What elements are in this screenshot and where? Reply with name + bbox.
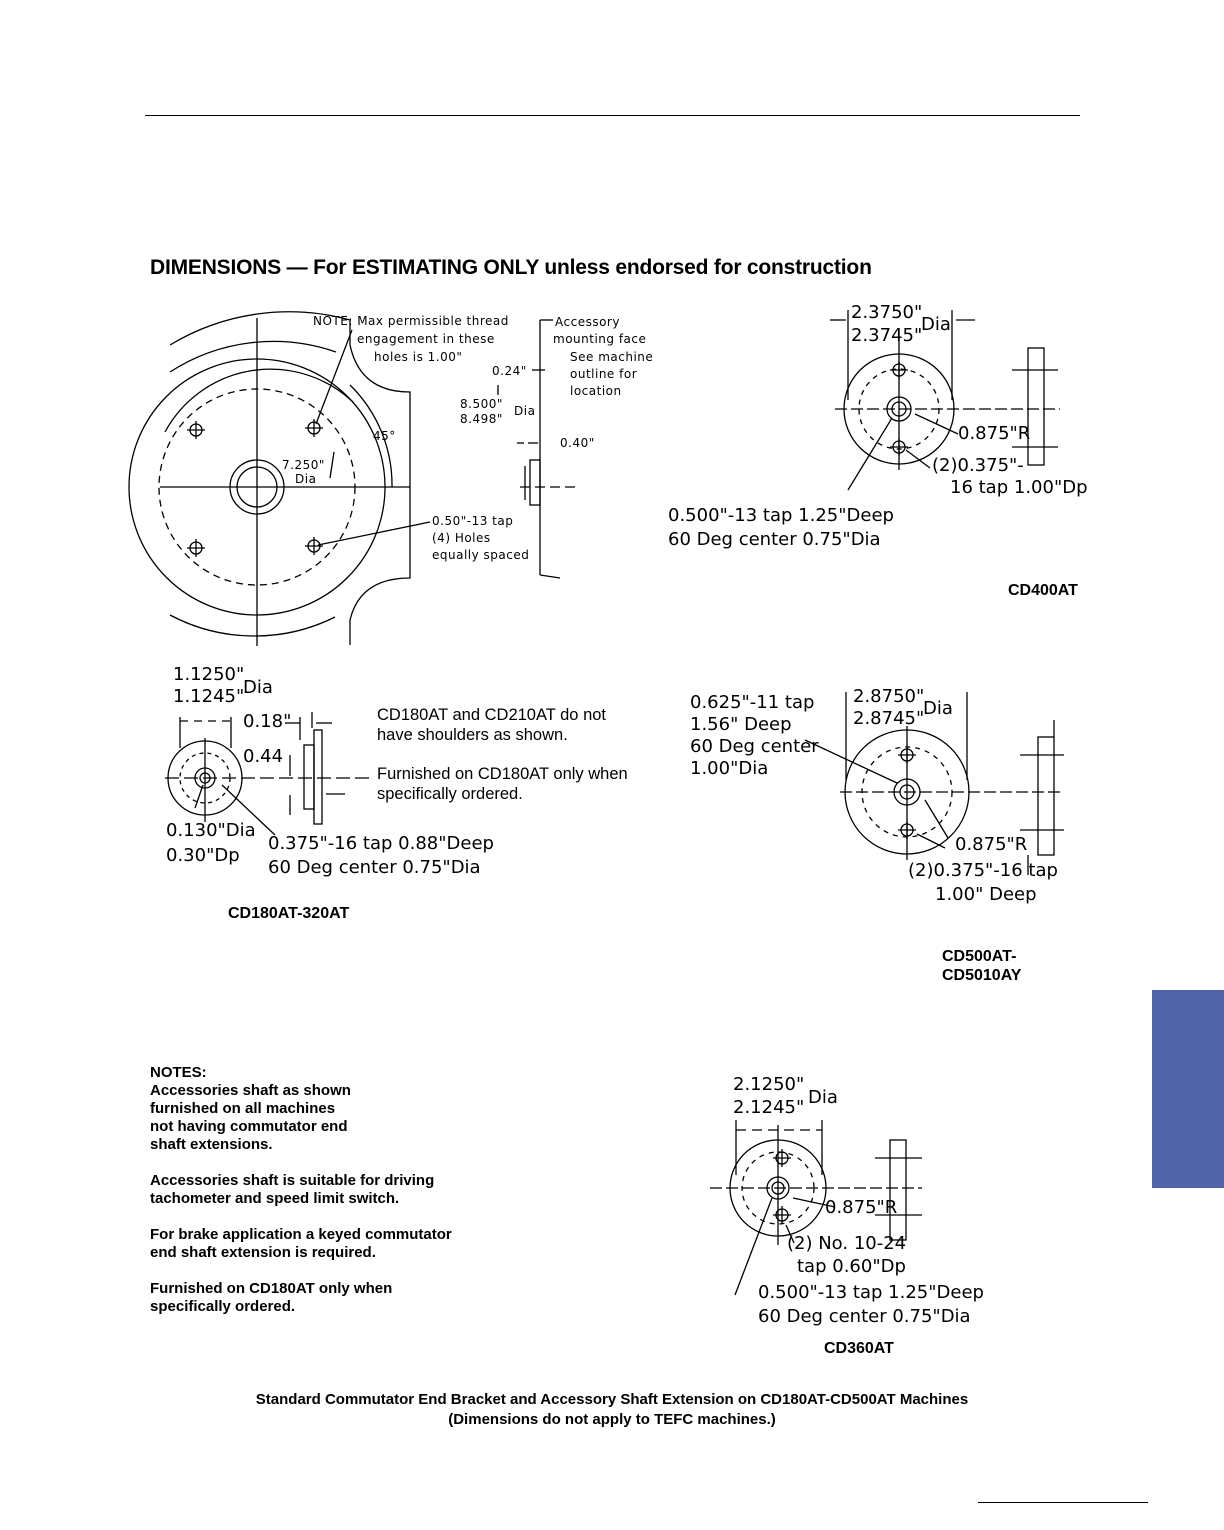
cd360at-radius: 0.875"R bbox=[825, 1197, 898, 1218]
page-title: DIMENSIONS — For ESTIMATING ONLY unless … bbox=[150, 256, 872, 279]
bolt-hole-1 bbox=[305, 419, 323, 437]
notes-p4-line1: Furnished on CD180AT only when bbox=[150, 1280, 393, 1297]
bolt-hole-4 bbox=[187, 539, 205, 557]
cd500at-tap-line1: 0.625"-11 tap bbox=[690, 692, 815, 713]
cd500at-dia-unit: Dia bbox=[923, 698, 953, 719]
cd500at-holes-line1: (2)0.375"-16 tap bbox=[908, 860, 1058, 881]
cd360at-holes-line2: tap 0.60"Dp bbox=[797, 1256, 906, 1277]
cd180at-dim-018: 0.18" bbox=[243, 711, 292, 732]
notes-p3-line1: For brake application a keyed commutator bbox=[150, 1226, 452, 1243]
notes-p1-line3: not having commutator end bbox=[150, 1118, 348, 1135]
bolt-hole-2 bbox=[305, 537, 323, 555]
cd400at-holes-line2: 16 tap 1.00"Dp bbox=[950, 477, 1088, 498]
bracket-note-line3: holes is 1.00" bbox=[374, 350, 463, 364]
outer-dia-b: 8.498" bbox=[460, 412, 503, 426]
cd180at-small-line1: 0.130"Dia bbox=[166, 820, 256, 841]
see-outline-line1: See machine bbox=[570, 350, 654, 364]
cd180at-note-a-line1: CD180AT and CD210AT do not bbox=[377, 706, 607, 724]
cd180at-drawing bbox=[165, 712, 370, 836]
cd500at-radius: 0.875"R bbox=[955, 834, 1028, 855]
cd180at-note-b-line2: specifically ordered. bbox=[377, 785, 523, 803]
notes-p2-line2: tachometer and speed limit switch. bbox=[150, 1190, 400, 1207]
cd400at-dia-unit: Dia bbox=[921, 314, 951, 335]
cd180at-note-a-line2: have shoulders as shown. bbox=[377, 726, 568, 744]
cd180at-dia-a: 1.1250" bbox=[173, 664, 245, 685]
cd500at-holes-line2: 1.00" Deep bbox=[935, 884, 1037, 905]
cd400at-holes-line1: (2)0.375"- bbox=[932, 455, 1024, 476]
cd400at-label: CD400AT bbox=[1008, 582, 1078, 599]
see-outline-line3: location bbox=[570, 384, 622, 398]
bracket-outline bbox=[169, 311, 411, 645]
cd500at-dia-a: 2.8750" bbox=[853, 686, 925, 707]
angle-45: 45° bbox=[373, 429, 396, 443]
cd360at-label: CD360AT bbox=[824, 1340, 894, 1357]
cd360at-center-line1: 0.500"-13 tap 1.25"Deep bbox=[758, 1282, 984, 1303]
notes-p1-line4: shaft extensions. bbox=[150, 1136, 273, 1153]
tap-label-line1: 0.50"-13 tap bbox=[432, 514, 514, 528]
tap-label-line3: equally spaced bbox=[432, 548, 530, 562]
cd180at-dia-unit: Dia bbox=[243, 677, 273, 698]
cd360at-drawing bbox=[710, 1120, 922, 1296]
cd500at-tap-line3: 60 Deg center bbox=[690, 736, 819, 757]
cd360at-dia-a: 2.1250" bbox=[733, 1074, 805, 1095]
cd500at-label-line2: CD5010AY bbox=[942, 967, 1022, 984]
cd180at-center-line2: 60 Deg center 0.75"Dia bbox=[268, 857, 481, 878]
cd500at-label-line1: CD500AT- bbox=[942, 948, 1017, 965]
cd400at-dia-b: 2.3745" bbox=[851, 325, 923, 346]
accessory-label-line1: Accessory bbox=[555, 315, 620, 329]
figure-caption: Standard Commutator End Bracket and Acce… bbox=[112, 1390, 1112, 1430]
bracket-note-line2: engagement in these bbox=[357, 332, 495, 346]
cd360at-center-line2: 60 Deg center 0.75"Dia bbox=[758, 1306, 971, 1327]
inner-dia-unit: Dia bbox=[295, 472, 317, 486]
cd180at-center-line1: 0.375"-16 tap 0.88"Deep bbox=[268, 833, 494, 854]
accessory-label-line2: mounting face bbox=[553, 332, 647, 346]
bolt-hole-3 bbox=[187, 421, 205, 439]
footer-rule bbox=[978, 1502, 1148, 1503]
cd400at-center-line1: 0.500"-13 tap 1.25"Deep bbox=[668, 505, 894, 526]
section-tab[interactable] bbox=[1152, 990, 1224, 1188]
cd400at-center-line2: 60 Deg center 0.75"Dia bbox=[668, 529, 881, 550]
notes-p1-line1: Accessories shaft as shown bbox=[150, 1082, 351, 1099]
cd180at-label: CD180AT-320AT bbox=[228, 905, 350, 922]
caption-line1: Standard Commutator End Bracket and Acce… bbox=[255, 1391, 969, 1408]
cd180at-note-b-line1: Furnished on CD180AT only when bbox=[377, 765, 628, 783]
notes-p4-line2: specifically ordered. bbox=[150, 1298, 296, 1315]
dim-040: 0.40" bbox=[560, 436, 595, 450]
cd360at-holes-line1: (2) No. 10-24 bbox=[787, 1233, 907, 1254]
cd500at-tap-line2: 1.56" Deep bbox=[690, 714, 792, 735]
bracket-note-line1: NOTE: Max permissible thread bbox=[313, 314, 509, 328]
notes-p3-line2: end shaft extension is required. bbox=[150, 1244, 376, 1261]
outer-dia-unit: Dia bbox=[514, 404, 536, 418]
notes-p1-line2: furnished on all machines bbox=[150, 1100, 336, 1117]
cd400at-dia-a: 2.3750" bbox=[851, 302, 923, 323]
cd500at-dia-b: 2.8745" bbox=[853, 708, 925, 729]
cd180at-dim-044: 0.44 bbox=[243, 746, 284, 767]
bracket-drawing bbox=[128, 311, 580, 646]
cd400at-drawing bbox=[830, 310, 1060, 491]
notes-heading: NOTES: bbox=[150, 1064, 207, 1081]
cd400at-radius: 0.875"R bbox=[958, 423, 1031, 444]
cd180at-dia-b: 1.1245" bbox=[173, 686, 245, 707]
tap-label-line2: (4) Holes bbox=[432, 531, 491, 545]
cd360at-dia-b: 2.1245" bbox=[733, 1097, 805, 1118]
see-outline-line2: outline for bbox=[570, 367, 638, 381]
caption-line2: (Dimensions do not apply to TEFC machine… bbox=[448, 1411, 776, 1428]
header-rule bbox=[145, 115, 1080, 116]
cd500at-tap-line4: 1.00"Dia bbox=[690, 758, 769, 779]
cd360at-dia-unit: Dia bbox=[808, 1087, 838, 1108]
notes-p2-line1: Accessories shaft is suitable for drivin… bbox=[150, 1172, 435, 1189]
cd500at-drawing bbox=[804, 692, 1064, 875]
dim-024: 0.24" bbox=[492, 364, 527, 378]
outer-dia-a: 8.500" bbox=[460, 397, 503, 411]
inner-dia: 7.250" bbox=[282, 458, 325, 472]
cd180at-small-line2: 0.30"Dp bbox=[166, 845, 240, 866]
notes-block: NOTES: Accessories shaft as shown furnis… bbox=[150, 1064, 510, 1316]
